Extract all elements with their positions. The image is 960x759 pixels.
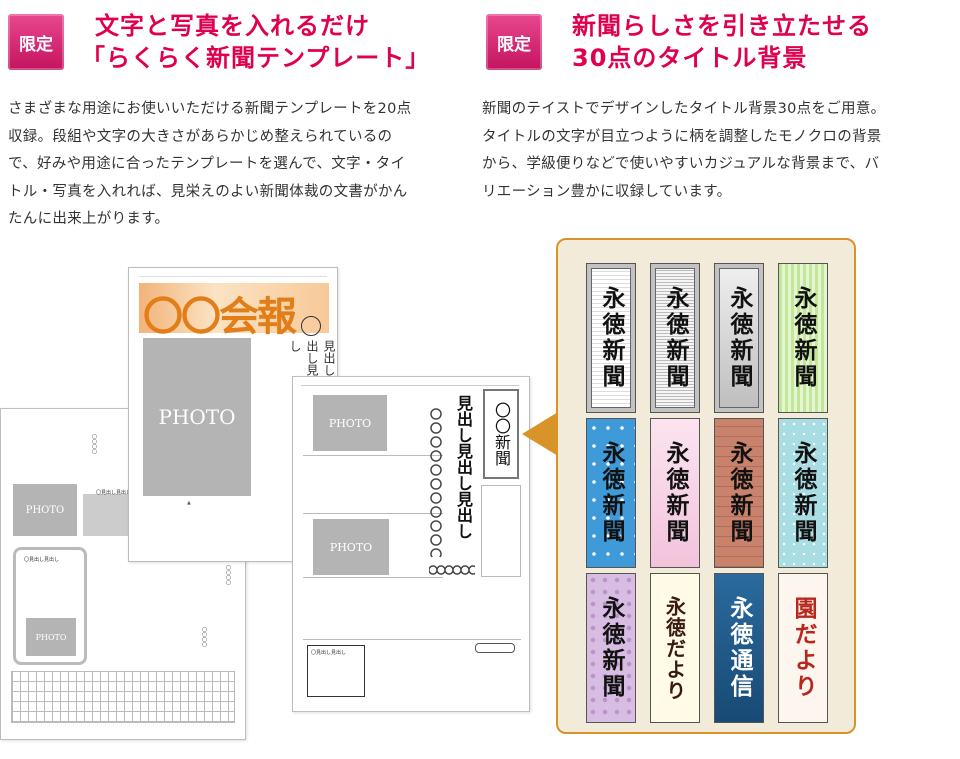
right-description: 新聞のテイストでデザインしたタイトル背景30点をご用意。タイトルの文字が目立つよ… <box>482 101 886 200</box>
left-title: 文字と写真を入れるだけ 「らくらく新聞テンプレート」 <box>81 10 430 74</box>
right-title: 新聞らしさを引き立たせる 30点のタイトル背景 <box>572 10 872 74</box>
title-background-tile: 永徳新聞 <box>586 573 636 723</box>
title-background-tile: 永徳新聞 <box>778 418 828 568</box>
rings-label-3: 〇〇〇〇 <box>201 627 207 647</box>
main-headline: 見出し見出し見出し <box>454 395 473 539</box>
title-background-tile: 永徳新聞 <box>650 263 700 413</box>
newspaper-title: 〇〇新聞 <box>492 402 511 466</box>
photo-placeholder: PHOTO <box>13 484 77 536</box>
limited-badge-right: 限定 <box>486 14 542 70</box>
limited-badge-left: 限定 <box>8 14 64 70</box>
rings-label: 〇〇〇〇 <box>91 434 97 454</box>
left-description: さまざまな用途にお使いいただける新聞テンプレートを20点収録。段組や文字の大きさ… <box>8 101 412 227</box>
ring-pill <box>475 643 515 653</box>
right-title-line2: 30点のタイトル背景 <box>572 44 808 72</box>
banner-title: 〇〇会報 <box>143 293 297 340</box>
tile-label: 永徳新聞 <box>662 441 689 545</box>
photo-placeholder-front-2: PHOTO <box>313 519 389 575</box>
tile-label: 永徳だより <box>662 595 687 701</box>
ring-column <box>429 407 443 557</box>
ring-row <box>429 563 475 577</box>
tile-label: 永徳新聞 <box>598 286 625 390</box>
title-background-tile: 永徳新聞 <box>650 418 700 568</box>
title-background-tile: 園だより <box>778 573 828 723</box>
tile-label: 永徳新聞 <box>598 596 625 700</box>
banner-circle <box>301 316 321 336</box>
title-background-tile: 永徳通信 <box>714 573 764 723</box>
framed-box-title: 〇見出し見出し <box>24 557 60 563</box>
framed-photo: PHOTO <box>26 618 76 656</box>
tile-label: 永徳新聞 <box>726 441 753 545</box>
title-background-tile: 永徳新聞 <box>586 418 636 568</box>
tile-label: 永徳通信 <box>726 596 753 700</box>
header-rule-front <box>301 385 519 386</box>
photo-placeholder-large: PHOTO <box>143 338 251 496</box>
rings-label-2: 〇〇〇〇 <box>225 565 231 585</box>
manuscript-grid <box>11 671 235 723</box>
small-box-title: 〇見出し見出し <box>311 650 347 656</box>
newspaper-title-box: 〇〇新聞 <box>483 389 519 479</box>
pointer-arrow <box>522 412 558 456</box>
title-background-tile: 永徳新聞 <box>586 263 636 413</box>
tile-label: 永徳新聞 <box>726 286 753 390</box>
title-banner <box>139 283 329 333</box>
header-rule <box>139 276 327 277</box>
tile-label: 永徳新聞 <box>662 286 689 390</box>
title-background-tile: 永徳だより <box>650 573 700 723</box>
small-box: 〇見出し見出し <box>307 645 365 697</box>
info-box <box>481 485 521 577</box>
right-title-line1: 新聞らしさを引き立たせる <box>572 12 872 40</box>
tile-label: 永徳新聞 <box>790 441 817 545</box>
template-page-front: PHOTO PHOTO 見出し見出し見出し 〇〇新聞 〇見出し見出し <box>292 376 530 712</box>
title-background-tile: 永徳新聞 <box>714 263 764 413</box>
title-background-tile: 永徳新聞 <box>778 263 828 413</box>
caption: ▲ <box>187 500 191 506</box>
tile-label: 園だより <box>790 596 817 700</box>
framed-box: 〇見出し見出し PHOTO <box>13 547 87 665</box>
title-background-tile: 永徳新聞 <box>714 418 764 568</box>
image-placeholder <box>83 494 128 536</box>
left-title-line1: 文字と写真を入れるだけ <box>95 12 370 40</box>
small-midashi: 〇見出し見出し <box>96 490 132 496</box>
tile-label: 永徳新聞 <box>790 286 817 390</box>
left-title-line2: 「らくらく新聞テンプレート」 <box>81 44 431 72</box>
photo-placeholder-front-1: PHOTO <box>313 395 387 451</box>
tile-label: 永徳新聞 <box>598 441 625 545</box>
